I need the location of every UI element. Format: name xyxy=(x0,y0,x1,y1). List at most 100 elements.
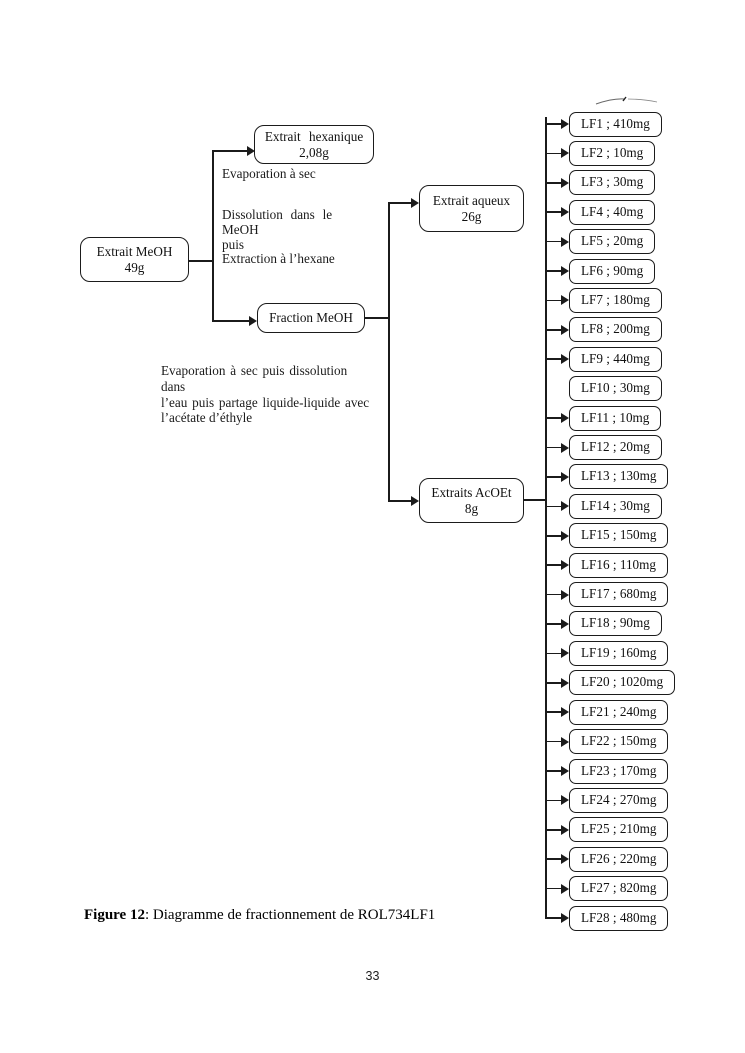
node-extrait-meoh: Extrait MeOH 49g xyxy=(80,237,189,282)
arrow-right-icon xyxy=(545,119,569,129)
connector-fractions-bus xyxy=(545,117,547,919)
arrow-right-icon xyxy=(410,496,419,506)
fraction-label: LF16 ; 110mg xyxy=(581,556,656,572)
fraction-box: LF5 ; 20mg xyxy=(569,229,656,255)
connector-meoh-out xyxy=(189,260,213,262)
fraction-box: LF8 ; 200mg xyxy=(569,317,662,343)
connector-fraction-out xyxy=(365,317,389,319)
node-extraits-acoet-mass: 8g xyxy=(464,500,479,516)
fraction-label: LF15 ; 150mg xyxy=(581,527,657,543)
fraction-row: LF23 ; 170mg xyxy=(545,758,669,784)
fraction-box: LF28 ; 480mg xyxy=(569,905,669,931)
arrow-right-icon xyxy=(545,560,569,571)
label-dissolution: Dissolution dans le MeOH puis Extraction… xyxy=(222,207,370,267)
fraction-row: LF24 ; 270mg xyxy=(545,787,669,813)
fraction-row: LF19 ; 160mg xyxy=(545,640,669,666)
connector-branch-v xyxy=(212,150,214,322)
node-extrait-hexanique: Extrait hexanique 2,08g xyxy=(254,125,374,164)
arrow-right-icon xyxy=(545,854,569,865)
fraction-box: LF20 ; 1020mg xyxy=(569,670,676,696)
arrow-right-icon xyxy=(545,413,569,424)
label-partage-line1: Evaporation à sec puis dissolution dans xyxy=(161,363,348,394)
node-extraits-acoet: Extraits AcOEt 8g xyxy=(419,478,524,523)
figure-caption: Figure 12: Diagramme de fractionnement d… xyxy=(84,907,435,924)
fraction-row: LF21 ; 240mg xyxy=(545,699,669,725)
node-fraction-meoh: Fraction MeOH xyxy=(257,303,365,333)
arrow-right-icon xyxy=(545,354,569,365)
fraction-row: LF14 ; 30mg xyxy=(545,493,662,519)
fractions-column: LF1 ; 410mg LF2 ; 10mg LF3 ; 30mg xyxy=(545,111,705,936)
node-extrait-hexanique-mass: 2,08g xyxy=(299,144,329,160)
node-extrait-hexanique-name: Extrait hexanique xyxy=(264,128,364,144)
arrow-right-icon xyxy=(545,913,569,924)
arrow-right-icon xyxy=(545,766,569,777)
fraction-box: LF27 ; 820mg xyxy=(569,876,669,902)
fraction-label: LF4 ; 40mg xyxy=(581,203,644,219)
fraction-box: LF17 ; 680mg xyxy=(569,582,669,608)
arrow-right-icon xyxy=(545,266,569,277)
fraction-row: LF1 ; 410mg xyxy=(545,111,662,137)
arrow-right-icon xyxy=(545,795,569,806)
fraction-label: LF2 ; 10mg xyxy=(581,144,644,160)
fraction-row: LF10 ; 30mg xyxy=(545,376,662,402)
fraction-label: LF18 ; 90mg xyxy=(581,615,650,631)
arrow-right-icon xyxy=(545,148,569,159)
arrow-right-icon xyxy=(545,295,569,306)
label-partage-line2: l’eau puis partage liquide-liquide avec xyxy=(161,394,370,410)
fraction-row: LF20 ; 1020mg xyxy=(545,670,676,696)
fraction-box: LF15 ; 150mg xyxy=(569,523,669,549)
fraction-label: LF26 ; 220mg xyxy=(581,850,657,866)
connector-to-acoet xyxy=(388,500,412,502)
fraction-label: LF13 ; 130mg xyxy=(581,468,657,484)
fraction-label: LF3 ; 30mg xyxy=(581,174,644,190)
fraction-box: LF16 ; 110mg xyxy=(569,552,668,578)
fraction-label: LF27 ; 820mg xyxy=(581,880,657,896)
fraction-row: LF8 ; 200mg xyxy=(545,317,662,343)
label-dissolution-line2: puis xyxy=(222,236,244,252)
fraction-label: LF7 ; 180mg xyxy=(581,291,650,307)
arrow-right-icon xyxy=(545,177,569,188)
fraction-row: LF12 ; 20mg xyxy=(545,435,662,461)
arrow-right-icon xyxy=(545,471,569,482)
label-evaporation: Evaporation à sec xyxy=(222,166,316,181)
arrow-right-icon xyxy=(545,530,569,541)
fraction-box: LF3 ; 30mg xyxy=(569,170,656,196)
fraction-box: LF4 ; 40mg xyxy=(569,199,656,225)
arrow-right-icon xyxy=(545,501,569,512)
connector-acoet-out xyxy=(523,499,546,501)
fraction-box: LF23 ; 170mg xyxy=(569,758,669,784)
arrow-right-icon xyxy=(545,324,569,335)
arrow-right-icon xyxy=(545,677,569,688)
clipped-box-artifact xyxy=(595,96,658,105)
fraction-label: LF23 ; 170mg xyxy=(581,762,657,778)
fraction-row: LF15 ; 150mg xyxy=(545,523,669,549)
figure-caption-text: : Diagramme de fractionnement de ROL734L… xyxy=(144,907,436,923)
fraction-box: LF1 ; 410mg xyxy=(569,111,662,137)
fraction-label: LF22 ; 150mg xyxy=(581,733,657,749)
fraction-row: LF2 ; 10mg xyxy=(545,140,656,166)
label-dissolution-line1: Dissolution dans le MeOH xyxy=(222,207,333,237)
fraction-row: LF26 ; 220mg xyxy=(545,846,669,872)
label-partage: Evaporation à sec puis dissolution dans … xyxy=(161,363,373,426)
fraction-row: LF7 ; 180mg xyxy=(545,287,662,313)
fraction-box: LF26 ; 220mg xyxy=(569,846,669,872)
fraction-label: LF17 ; 680mg xyxy=(581,586,657,602)
fraction-box: LF6 ; 90mg xyxy=(569,258,656,284)
fraction-row: LF3 ; 30mg xyxy=(545,170,656,196)
fraction-row: LF6 ; 90mg xyxy=(545,258,656,284)
arrow-right-icon xyxy=(545,824,569,835)
fraction-row: LF25 ; 210mg xyxy=(545,817,669,843)
fraction-label: LF12 ; 20mg xyxy=(581,439,650,454)
fraction-label: LF21 ; 240mg xyxy=(581,703,657,719)
arrow-right-icon xyxy=(545,442,569,453)
node-extrait-aqueux-mass: 26g xyxy=(461,208,482,224)
fraction-label: LF14 ; 30mg xyxy=(581,497,650,513)
fraction-box: LF2 ; 10mg xyxy=(569,140,656,166)
fraction-row: LF16 ; 110mg xyxy=(545,552,668,578)
fraction-label: LF28 ; 480mg xyxy=(581,909,657,925)
fraction-box: LF22 ; 150mg xyxy=(569,729,669,755)
fraction-box: LF9 ; 440mg xyxy=(569,346,662,372)
fraction-row: LF9 ; 440mg xyxy=(545,346,662,372)
fraction-label: LF9 ; 440mg xyxy=(581,350,650,366)
fraction-box: LF7 ; 180mg xyxy=(569,287,662,313)
